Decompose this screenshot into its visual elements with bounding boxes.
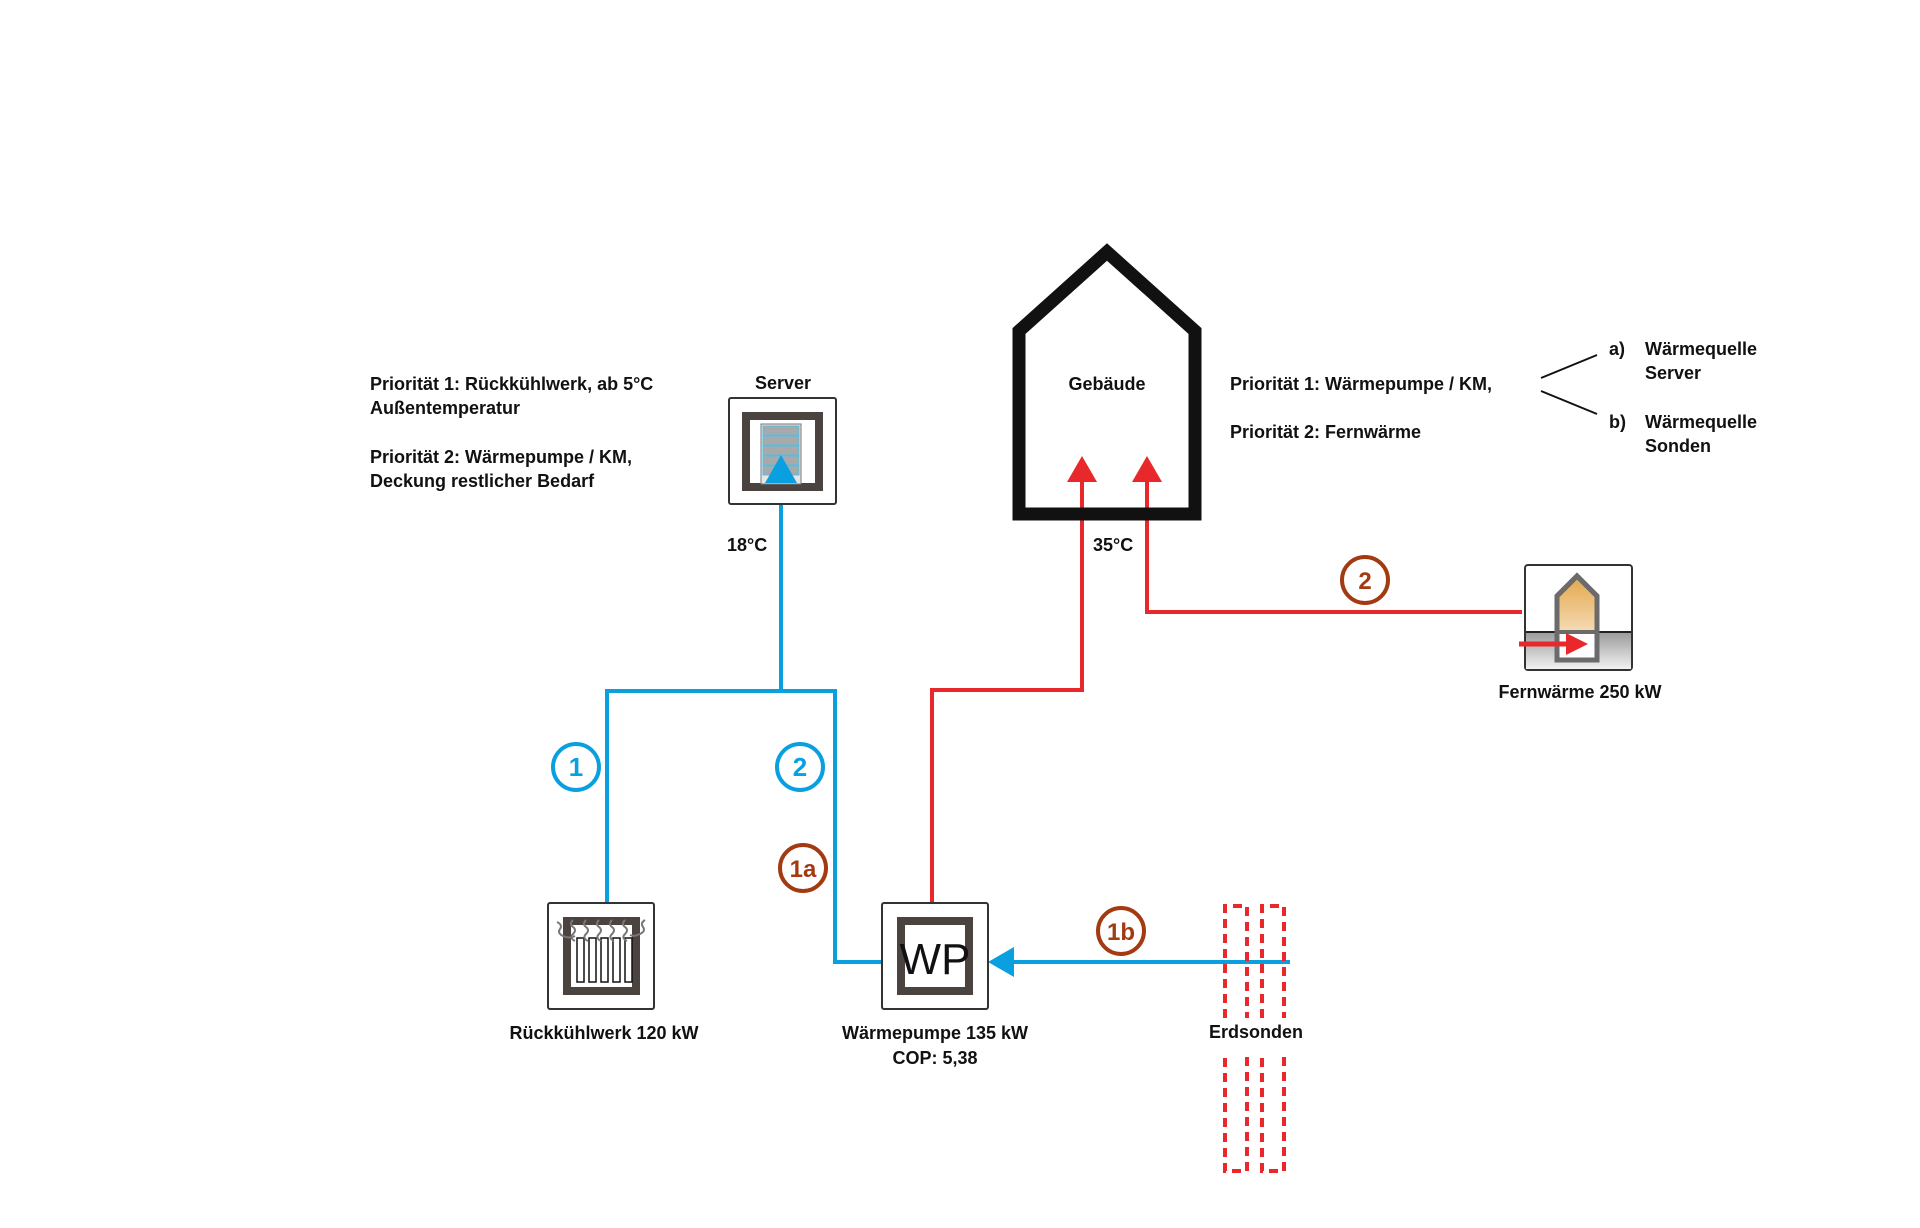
option-a-marker: a) <box>1609 339 1625 359</box>
right-priorities: Priorität 1: Wärmepumpe / KM, Priorität … <box>1230 339 1757 456</box>
server-rack-icon <box>742 412 823 491</box>
left-priority-2-cont: Deckung restlicher Bedarf <box>370 471 595 491</box>
svg-text:2: 2 <box>793 752 807 782</box>
district-heating-icon <box>1519 564 1633 671</box>
heat-pump-icon: WP <box>897 917 973 995</box>
left-priority-2: Priorität 2: Wärmepumpe / KM, <box>370 447 632 467</box>
probes-node: Erdsonden <box>1209 904 1303 1173</box>
left-priorities: Priorität 1: Rückkühlwerk, ab 5°C Außent… <box>370 374 653 491</box>
building-node: Gebäude 35°C <box>1012 243 1202 555</box>
right-priority-1: Priorität 1: Wärmepumpe / KM, <box>1230 374 1492 394</box>
marker-hot-1b: 1b <box>1096 906 1146 956</box>
heatpump-glyph: WP <box>900 935 971 984</box>
building-label: Gebäude <box>1068 374 1145 394</box>
bracket-line-b <box>1540 390 1598 415</box>
pipe-heatpump-to-building <box>930 480 1084 903</box>
heatpump-label: Wärmepumpe 135 kW <box>842 1023 1028 1043</box>
option-a-line1: Wärmequelle <box>1645 339 1757 359</box>
server-node: Server 18°C <box>727 373 837 555</box>
option-b-line1: Wärmequelle <box>1645 412 1757 432</box>
heatpump-cop: COP: 5,38 <box>892 1048 977 1068</box>
svg-text:1b: 1b <box>1107 919 1135 946</box>
probes-label: Erdsonden <box>1209 1022 1303 1042</box>
district-heating-node: Fernwärme 250 kW <box>1498 564 1662 702</box>
option-a-line2: Server <box>1645 363 1701 383</box>
bracket-line-a <box>1540 354 1598 379</box>
marker-hot-2: 2 <box>1340 555 1390 605</box>
cooler-label: Rückkühlwerk 120 kW <box>509 1023 698 1043</box>
building-temperature: 35°C <box>1093 535 1133 555</box>
cooler-node: Rückkühlwerk 120 kW <box>509 902 699 1043</box>
svg-text:1a: 1a <box>790 856 817 883</box>
svg-text:2: 2 <box>1358 568 1371 595</box>
left-priority-1: Priorität 1: Rückkühlwerk, ab 5°C <box>370 374 653 394</box>
house-icon <box>1012 243 1202 521</box>
arrow-into-heatpump-icon <box>988 947 1014 977</box>
cooling-tower-icon <box>556 917 646 995</box>
pipe-district-to-building <box>1145 480 1522 614</box>
district-heating-label: Fernwärme 250 kW <box>1498 682 1661 702</box>
option-b-marker: b) <box>1609 412 1626 432</box>
right-priority-2: Priorität 2: Fernwärme <box>1230 422 1421 442</box>
marker-cold-2: 2 <box>775 742 825 792</box>
server-label: Server <box>755 373 811 393</box>
left-priority-1-cont: Außentemperatur <box>370 398 520 418</box>
option-b-line2: Sonden <box>1645 436 1711 456</box>
svg-text:1: 1 <box>569 752 583 782</box>
pipe-loop <box>605 689 882 964</box>
hot-pipes <box>930 480 1522 903</box>
server-temperature: 18°C <box>727 535 767 555</box>
ground-probe-icon <box>1223 904 1286 1173</box>
cold-pipes <box>605 486 1290 964</box>
arrow-into-building-2-icon <box>1132 456 1162 482</box>
arrow-into-building-1-icon <box>1067 456 1097 482</box>
heatpump-node: WP Wärmepumpe 135 kW COP: 5,38 <box>842 902 1028 1068</box>
marker-cold-1: 1 <box>551 742 601 792</box>
marker-hot-1a: 1a <box>778 843 828 893</box>
